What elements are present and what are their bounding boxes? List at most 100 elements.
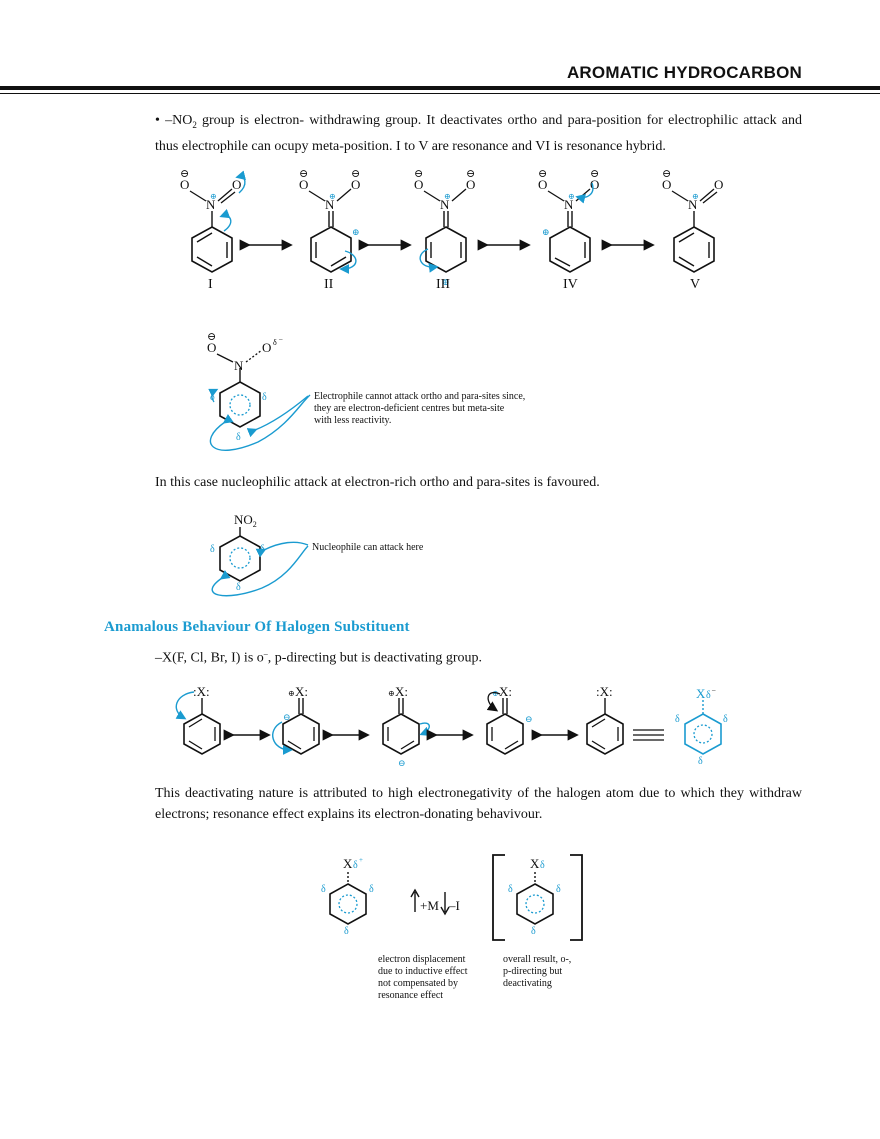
- svg-text:⊖: ⊖: [283, 712, 291, 722]
- svg-text:O: O: [662, 177, 671, 192]
- header-rule-thin: [0, 93, 880, 94]
- nucleophilic-paragraph: In this case nucleophilic attack at elec…: [155, 475, 600, 490]
- svg-text:δ: δ: [236, 582, 241, 593]
- svg-text:O: O: [714, 177, 723, 192]
- svg-text:X:: X:: [499, 684, 512, 699]
- svg-text:O: O: [180, 177, 189, 192]
- svg-text:⊕: ⊕: [329, 192, 336, 201]
- section-heading: Anamalous Behaviour Of Halogen Substitue…: [104, 619, 410, 635]
- svg-text:O: O: [232, 177, 241, 192]
- svg-text:⊕: ⊕: [542, 227, 550, 237]
- svg-text:δ: δ: [236, 432, 241, 443]
- svg-text:N: N: [440, 197, 450, 212]
- svg-text::X:: :X:: [193, 684, 210, 699]
- svg-text:N: N: [325, 197, 335, 212]
- svg-text:X: X: [343, 856, 353, 871]
- svg-text:⊖: ⊖: [180, 168, 189, 180]
- resonance-structures-figure: N O O ⊖ ⊕ N O O ⊖ ⊖ ⊕ ⊕ N O O: [180, 168, 723, 292]
- minus-i-label: –I: [448, 898, 460, 913]
- svg-text:⊖: ⊖: [538, 168, 547, 180]
- svg-text:⊖: ⊖: [466, 168, 475, 180]
- right-caption-line3: deactivating: [503, 978, 552, 989]
- svg-text:δ: δ: [369, 884, 374, 895]
- svg-text:O: O: [466, 177, 475, 192]
- svg-text:δ: δ: [723, 714, 728, 725]
- halogen-structure-1: :X:: [175, 684, 221, 755]
- structure-5: N O O ⊖ ⊕: [662, 168, 723, 273]
- svg-text:X: X: [530, 856, 540, 871]
- page-header-title: AROMATIC HYDROCARBON: [566, 63, 802, 82]
- svg-text:–: –: [711, 686, 716, 694]
- electrophile-note-line2: they are electron-deficient centres but …: [314, 403, 505, 414]
- intro-text: group is electron- withdrawing group. It…: [155, 113, 802, 154]
- resonance-hybrid-figure: N O O δ – ⊖ δ δ δ Electrophile cannot at…: [207, 331, 525, 451]
- no2-subscript: 2: [192, 119, 197, 130]
- svg-text:δ: δ: [698, 756, 703, 767]
- svg-text:δ: δ: [321, 884, 326, 895]
- svg-text:⊕: ⊕: [352, 227, 360, 237]
- label-IV: IV: [563, 277, 578, 292]
- halogen-suffix: , p-directing but is deactivating group.: [267, 650, 483, 666]
- right-caption-line1: overall result, o-,: [503, 954, 571, 965]
- svg-text:⊖: ⊖: [414, 168, 423, 180]
- svg-text:δ: δ: [344, 926, 349, 937]
- electrophile-note-line1: Electrophile cannot attack ortho and par…: [314, 391, 525, 402]
- halogen-resonance-figure: :X: ⊕ X: ⊖ ⊕ X: ⊖ ⊕ X:: [175, 684, 728, 768]
- svg-text:O: O: [538, 177, 547, 192]
- svg-text:⊖: ⊖: [398, 758, 406, 768]
- svg-text:–: –: [278, 335, 283, 343]
- svg-text:⊖: ⊖: [351, 168, 360, 180]
- inductive-effect-figure: X δ + δ δ δ +M –I X δ δ δ δ electron dis…: [321, 854, 583, 1001]
- svg-text:O: O: [207, 340, 216, 355]
- svg-text:N: N: [688, 197, 698, 212]
- deactivating-paragraph: This deactivating nature is attributed t…: [155, 786, 802, 822]
- svg-text:⊕: ⊕: [388, 689, 395, 698]
- svg-text:⊖: ⊖: [525, 714, 533, 724]
- svg-text:O: O: [590, 177, 599, 192]
- svg-text:N: N: [206, 197, 216, 212]
- halogen-line: –X(F, Cl, Br, I) is o–, p-directing but …: [155, 643, 802, 669]
- svg-text:X:: X:: [295, 684, 308, 699]
- halogen-prefix: –X(F, Cl, Br, I) is o: [155, 650, 264, 666]
- svg-text:δ: δ: [262, 392, 267, 403]
- label-V: V: [690, 277, 700, 292]
- svg-text:⊖: ⊖: [207, 331, 216, 343]
- bullet: •: [155, 113, 160, 128]
- svg-text:δ: δ: [508, 884, 513, 895]
- svg-text:O: O: [262, 340, 271, 355]
- svg-text:δ: δ: [210, 544, 215, 555]
- no2-group-label: NO2: [234, 512, 257, 529]
- svg-text:δ: δ: [540, 860, 545, 871]
- nucleophile-note: Nucleophile can attack here: [312, 542, 424, 553]
- left-caption-line4: resonance effect: [378, 990, 443, 1001]
- svg-text:δ: δ: [556, 884, 561, 895]
- svg-text:δ: δ: [675, 714, 680, 725]
- svg-text:δ: δ: [273, 338, 277, 347]
- halogen-sup: –: [263, 649, 268, 658]
- effects-arrows: +M –I: [410, 888, 460, 916]
- svg-text:⊕: ⊕: [210, 192, 217, 201]
- svg-text:δ: δ: [531, 926, 536, 937]
- svg-text:⊕: ⊕: [288, 689, 295, 698]
- structure-1: N O O ⊖ ⊕: [180, 168, 246, 273]
- svg-text:⊖: ⊖: [590, 168, 599, 180]
- left-caption-line2: due to inductive effect: [378, 966, 468, 977]
- label-I: I: [208, 277, 213, 292]
- svg-text:⊕: ⊕: [442, 277, 450, 287]
- svg-text:+: +: [359, 856, 363, 864]
- right-caption-line2: p-directing but: [503, 966, 562, 977]
- svg-text:⊖: ⊖: [662, 168, 671, 180]
- intro-paragraph: • –NO2 group is electron- withdrawing gr…: [155, 110, 802, 157]
- halogen-structure-2: ⊕ X: ⊖: [272, 684, 320, 755]
- structure-4: N O O ⊖ ⊖ ⊕ ⊕: [538, 168, 599, 273]
- left-caption-line3: not compensated by: [378, 978, 458, 989]
- halogen-structure-5: :X:: [586, 684, 624, 755]
- svg-text:⊕: ⊕: [568, 192, 575, 201]
- svg-text:X: X: [696, 686, 706, 701]
- svg-text:⊖: ⊖: [299, 168, 308, 180]
- svg-text:X:: X:: [395, 684, 408, 699]
- structure-2: N O O ⊖ ⊖ ⊕ ⊕: [299, 168, 360, 274]
- structure-3: N O O ⊖ ⊖ ⊕ ⊕: [414, 168, 475, 287]
- svg-text:N: N: [564, 197, 574, 212]
- svg-text:δ: δ: [353, 860, 358, 871]
